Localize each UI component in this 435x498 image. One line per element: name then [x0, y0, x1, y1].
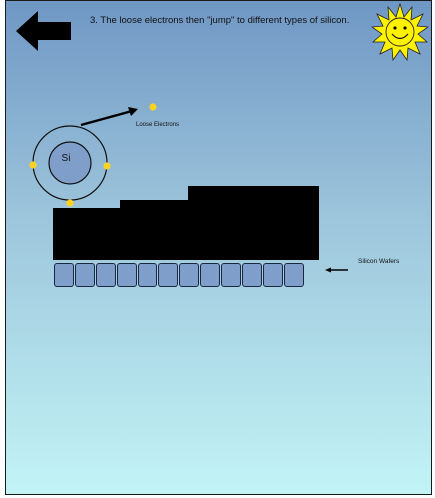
loose-electron [149, 103, 156, 110]
silicon-wafer [179, 263, 199, 287]
black-block [120, 200, 190, 210]
silicon-wafer [242, 263, 262, 287]
silicon-wafer [221, 263, 241, 287]
wafer-arrowhead [325, 268, 331, 273]
silicon-wafer [75, 263, 95, 287]
loose-electron-arrow [81, 111, 132, 125]
loose-electron-arrowhead [128, 107, 138, 116]
black-block [53, 208, 319, 260]
silicon-wafer [200, 263, 220, 287]
slide: 3. The loose electrons then "jump" to di… [5, 0, 432, 495]
silicon-wafer [54, 263, 74, 287]
silicon-wafer [284, 263, 304, 287]
electron [29, 161, 36, 168]
silicon-wafer [138, 263, 158, 287]
electron [66, 199, 73, 206]
silicon-wafer [158, 263, 178, 287]
atom-symbol: Si [51, 153, 81, 164]
electron [103, 162, 110, 169]
silicon-wafers-label: Silicon Wafers [358, 258, 399, 265]
black-block [188, 186, 319, 210]
silicon-wafer-row [54, 263, 304, 287]
silicon-wafer [263, 263, 283, 287]
silicon-wafer [96, 263, 116, 287]
silicon-wafer [117, 263, 137, 287]
loose-electrons-label: Loose Electrons [136, 122, 179, 128]
